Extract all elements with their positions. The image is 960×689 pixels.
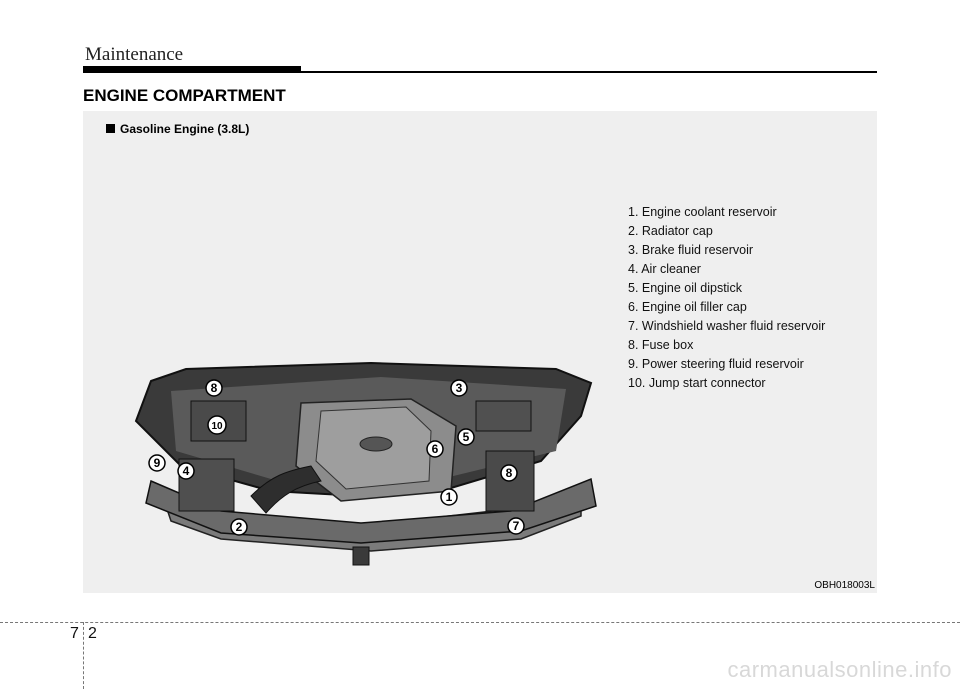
legend-item: 1. Engine coolant reservoir bbox=[628, 205, 777, 219]
callout-7-marker bbox=[507, 517, 525, 535]
chapter-header: Maintenance bbox=[85, 44, 184, 65]
callout-3-marker bbox=[450, 379, 468, 397]
legend-item: 6. Engine oil filler cap bbox=[628, 300, 747, 314]
legend-item: 4. Air cleaner bbox=[628, 262, 701, 276]
callout-8a-marker bbox=[205, 379, 223, 397]
footer-divider bbox=[0, 622, 960, 623]
legend-item: 9. Power steering fluid reservoir bbox=[628, 357, 804, 371]
callout-1-marker bbox=[440, 488, 458, 506]
engine-figure-panel: Gasoline Engine (3.8L) 1 2 3 4 bbox=[83, 111, 877, 593]
callout-10-marker bbox=[207, 415, 227, 435]
callout-1: 1 bbox=[446, 490, 453, 504]
section-title: ENGINE COMPARTMENT bbox=[83, 86, 286, 105]
callout-2: 2 bbox=[236, 520, 243, 534]
callout-6-marker bbox=[426, 440, 444, 458]
callout-8b: 8 bbox=[506, 466, 513, 480]
callout-8a: 8 bbox=[211, 381, 218, 395]
brake-reservoir-area bbox=[475, 400, 532, 432]
callout-6: 6 bbox=[432, 442, 439, 456]
callout-4-marker bbox=[177, 462, 195, 480]
callout-9: 9 bbox=[154, 456, 161, 470]
header-rule-thin bbox=[301, 71, 877, 73]
callout-4: 4 bbox=[183, 464, 190, 478]
figure-caption-text: Gasoline Engine (3.8L) bbox=[120, 122, 250, 136]
legend-list: 1. Engine coolant reservoir 2. Radiator … bbox=[628, 203, 825, 393]
legend-item: 5. Engine oil dipstick bbox=[628, 281, 742, 295]
callout-8b-marker bbox=[500, 464, 518, 482]
legend-item: 2. Radiator cap bbox=[628, 224, 713, 238]
radiator-support bbox=[145, 477, 597, 544]
air-intake-hose bbox=[250, 465, 322, 514]
legend-item: 10. Jump start connector bbox=[628, 376, 766, 390]
figure-caption: Gasoline Engine (3.8L) bbox=[106, 122, 249, 136]
legend-item: 7. Windshield washer fluid reservoir bbox=[628, 319, 826, 333]
page-number: 2 bbox=[88, 625, 97, 642]
hood-latch bbox=[352, 546, 370, 566]
figure-code: OBH018003L bbox=[814, 580, 875, 591]
page-chapter-number: 7 bbox=[70, 625, 79, 642]
footer-vertical-divider bbox=[83, 622, 84, 689]
legend-item: 3. Brake fluid reservoir bbox=[628, 243, 754, 257]
callout-7: 7 bbox=[513, 519, 520, 533]
square-bullet-icon bbox=[106, 124, 115, 133]
header-rule-thick bbox=[83, 66, 301, 73]
callout-10: 10 bbox=[211, 421, 223, 432]
callout-3: 3 bbox=[456, 381, 463, 395]
callout-9-marker bbox=[148, 454, 166, 472]
callout-5: 5 bbox=[463, 430, 470, 444]
callout-2-marker bbox=[230, 518, 248, 536]
watermark[interactable]: carmanualsonline.info bbox=[727, 657, 952, 682]
legend-item: 8. Fuse box bbox=[628, 338, 694, 352]
callout-5-marker bbox=[457, 428, 475, 446]
hyundai-logo bbox=[359, 436, 393, 452]
engine-illustration: 1 2 3 4 5 6 7 8 8 9 10 bbox=[134, 361, 597, 566]
